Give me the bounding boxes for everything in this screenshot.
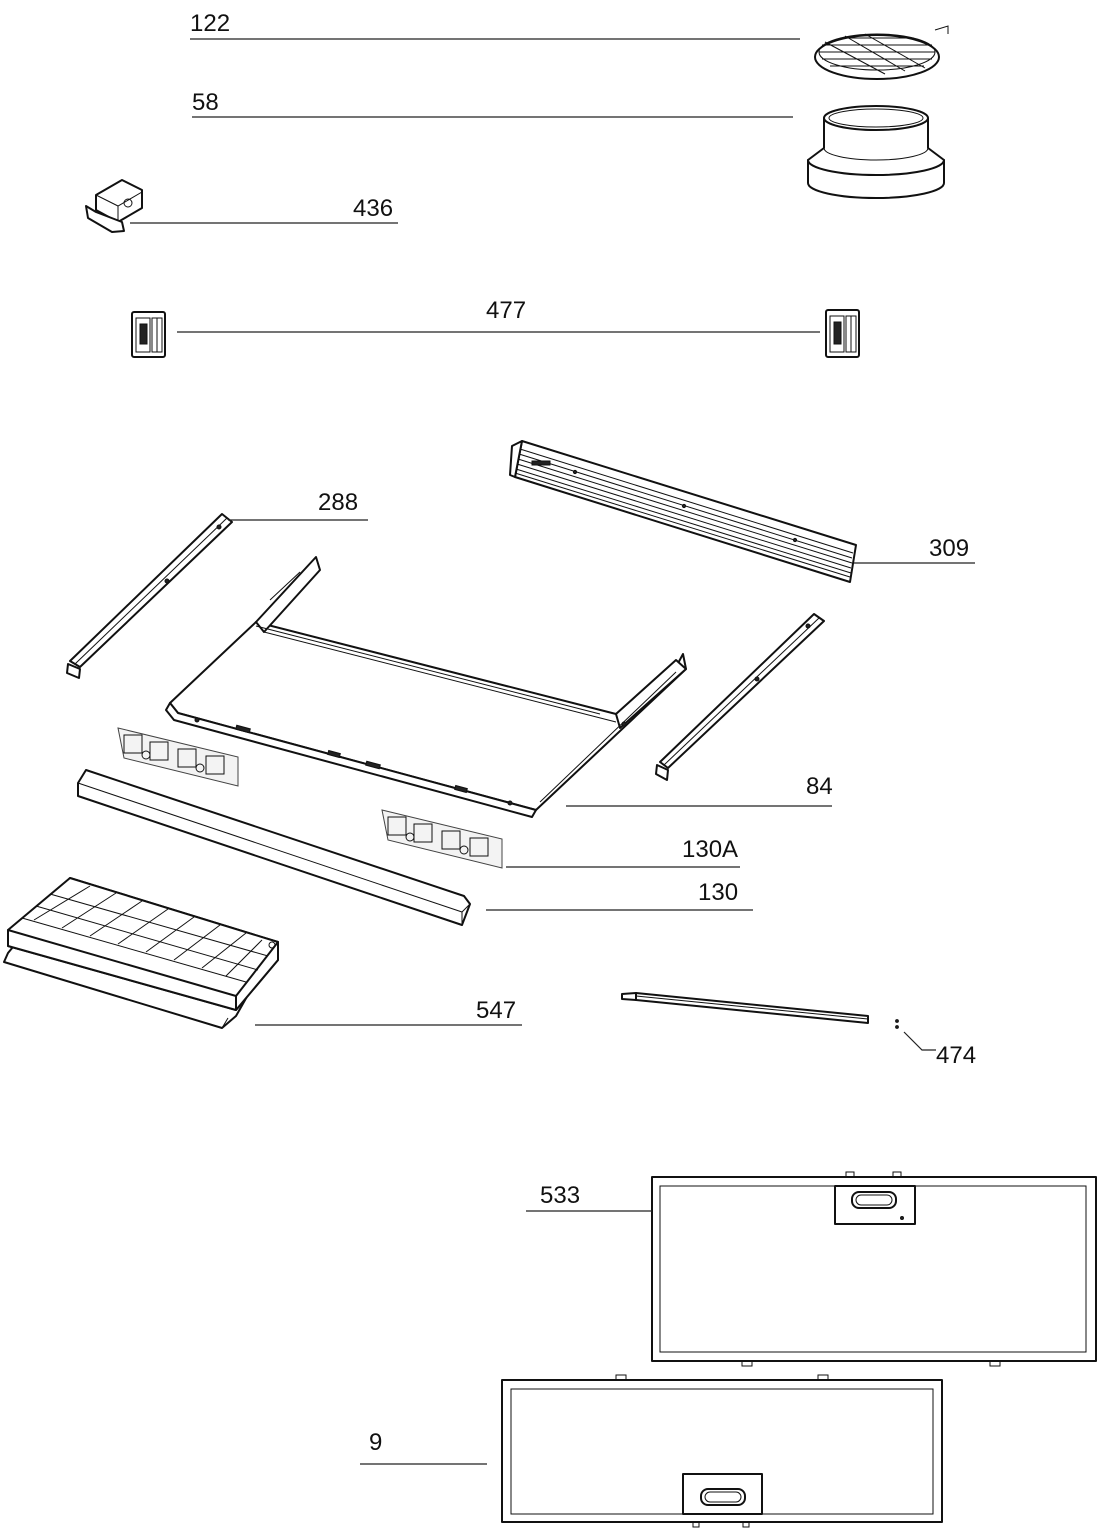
label-130: 130: [698, 879, 738, 906]
label-533: 533: [540, 1182, 580, 1209]
part-130-front-trim: [77, 769, 471, 926]
part-477-lamp-holder-left: [131, 311, 166, 358]
part-309-front-bar: [509, 440, 857, 583]
part-130a-bracket: [381, 809, 503, 869]
part-84-main-frame: [165, 556, 687, 818]
part-bracket-upper: [117, 727, 239, 787]
part-547-filter-cassette: [3, 877, 279, 1029]
part-side-rail-right: [655, 613, 825, 781]
label-9: 9: [369, 1429, 382, 1456]
part-288-side-rail-left: [66, 513, 233, 679]
label-309: 309: [929, 535, 969, 562]
part-58-duct-adapter: [807, 105, 945, 199]
label-547: 547: [476, 997, 516, 1024]
label-474: 474: [936, 1042, 976, 1069]
part-474-rod: [621, 992, 899, 1029]
part-477-lamp-holder-right: [825, 309, 860, 358]
part-436-switch: [85, 179, 143, 233]
leader-474: [903, 1031, 936, 1051]
part-533-grease-filter: [651, 1171, 1097, 1367]
part-9-grease-filter: [501, 1374, 943, 1528]
label-477: 477: [486, 297, 526, 324]
label-84: 84: [806, 773, 833, 800]
part-122-grille: [814, 25, 949, 80]
label-288: 288: [318, 489, 358, 516]
label-130a: 130A: [682, 836, 738, 863]
label-436: 436: [353, 195, 393, 222]
label-58: 58: [192, 89, 219, 116]
label-122: 122: [190, 10, 230, 37]
